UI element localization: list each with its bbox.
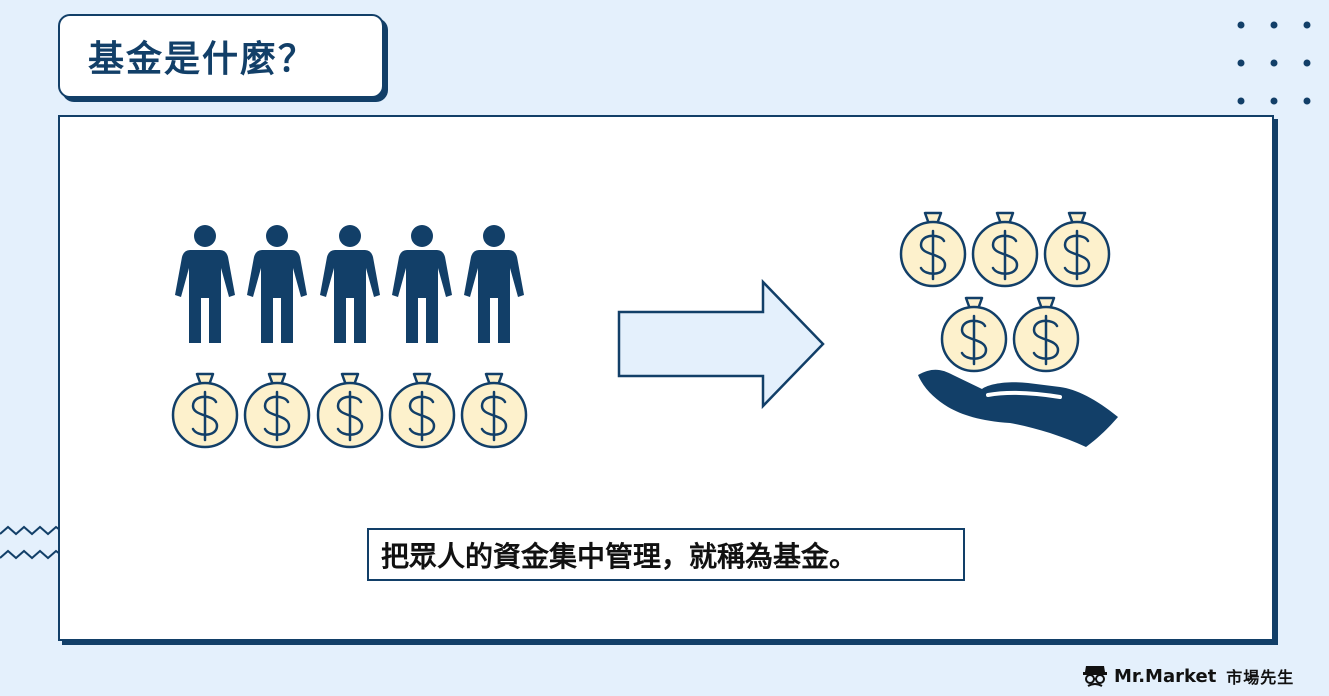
money-bag-icon xyxy=(940,296,1008,373)
money-bag-icon xyxy=(899,211,967,288)
money-bag-icon xyxy=(460,372,528,449)
person-icon xyxy=(247,225,307,343)
person-icon xyxy=(464,225,524,343)
brand-name: Mr.Market xyxy=(1114,665,1217,687)
mr-market-logo-icon xyxy=(1083,666,1107,687)
right-arrow-icon xyxy=(617,278,825,410)
diagram-panel: 把眾人的資金集中管理，就稱為基金。 xyxy=(58,115,1274,641)
money-bag-icon xyxy=(1043,211,1111,288)
money-bag-icon xyxy=(388,372,456,449)
person-icon xyxy=(392,225,452,343)
money-bag-icon xyxy=(316,372,384,449)
brand: Mr.Market 市場先生 xyxy=(1082,661,1294,691)
person-icon xyxy=(175,225,235,343)
decorative-dots xyxy=(1237,21,1311,105)
fund-diagram xyxy=(171,211,1118,449)
money-bag-icon xyxy=(1012,296,1080,373)
caption-text: 把眾人的資金集中管理，就稱為基金。 xyxy=(381,539,858,573)
page-title: 基金是什麼？ xyxy=(88,39,317,80)
money-bag-icon xyxy=(171,372,239,449)
money-bag-icon xyxy=(243,372,311,449)
hand-icon xyxy=(918,369,1118,447)
title-box: 基金是什麼？ xyxy=(58,14,384,98)
decorative-zigzag xyxy=(0,525,60,560)
money-bag-icon xyxy=(971,211,1039,288)
person-icon xyxy=(320,225,380,343)
caption-box: 把眾人的資金集中管理，就稱為基金。 xyxy=(367,528,965,581)
brand-subtitle: 市場先生 xyxy=(1226,668,1295,687)
